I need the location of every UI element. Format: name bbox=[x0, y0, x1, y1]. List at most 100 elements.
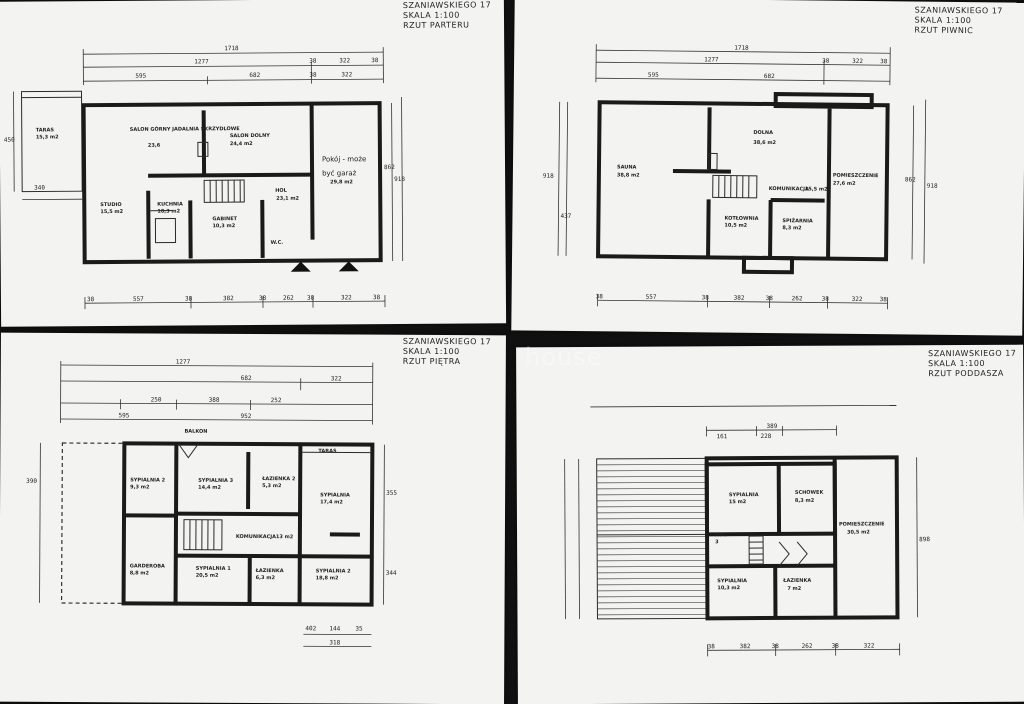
dim-right-0: 355 bbox=[386, 490, 397, 497]
room-name: STUDIO bbox=[100, 202, 121, 208]
room-name: SYPIALNIA bbox=[320, 492, 350, 498]
title-line: RZUT PIĘTRA bbox=[403, 357, 491, 367]
room-name: HOL bbox=[275, 188, 287, 194]
room-name: DOLNA bbox=[753, 130, 773, 136]
room-name: SYPIALNIA 3 bbox=[198, 478, 233, 484]
watermark: house bbox=[525, 343, 602, 371]
room-area: 15,3 m2 bbox=[36, 134, 59, 140]
title-line: SKALA 1:100 bbox=[403, 10, 491, 21]
title-line: SKALA 1:100 bbox=[928, 359, 1016, 369]
dim-b: 38 bbox=[309, 58, 317, 65]
dim-bottom-0: 402 bbox=[305, 625, 316, 632]
dim-bottom-1: 144 bbox=[329, 625, 340, 632]
dim-bottom-5: 262 bbox=[792, 295, 803, 302]
room-name: SYPIALNIA 1 bbox=[196, 566, 231, 572]
dim-bottom-2: 38 bbox=[772, 643, 780, 650]
dim-bottom-4: 38 bbox=[766, 295, 774, 302]
room-name: SYPIALNIA 2 bbox=[316, 568, 351, 574]
dim-right-1: 918 bbox=[394, 176, 405, 183]
roof-hatch bbox=[597, 464, 708, 615]
room-area: 6,3 m2 bbox=[256, 575, 276, 581]
room-name: SALON DOLNY bbox=[230, 133, 270, 139]
dim-f: 682 bbox=[249, 72, 260, 79]
dim-bottom-7: 322 bbox=[341, 294, 352, 301]
room-name: SCHOWEK bbox=[795, 490, 825, 496]
dim-bottom-0: 38 bbox=[708, 643, 716, 650]
room-area: 10,3 m2 bbox=[212, 223, 235, 229]
dim-d: 38 bbox=[880, 58, 888, 65]
first-floor-drawing: 1277 682 322 595 250 388 252 952 390 355… bbox=[0, 333, 506, 704]
dim-left-1: 437 bbox=[560, 213, 571, 220]
room-name: SPIŻARNIA bbox=[782, 217, 813, 224]
sheet-title-block: SZANIAWSKIEGO 17 SKALA 1:100 RZUT PODDAS… bbox=[928, 349, 1016, 379]
room-area: 10,3 m2 bbox=[717, 585, 740, 591]
dim-g: 952 bbox=[241, 413, 252, 420]
dim-bottom-6: 38 bbox=[822, 296, 830, 303]
dim-bottom-1: 382 bbox=[740, 643, 751, 650]
dim-top: 389 bbox=[766, 423, 777, 430]
sheet-title-block: SZANIAWSKIEGO 17 SKALA 1:100 RZUT PIĘTRA bbox=[403, 337, 491, 367]
dim-a: 1277 bbox=[704, 56, 719, 63]
dim-total: 1718 bbox=[224, 45, 239, 52]
dim-bottom-4: 38 bbox=[832, 643, 840, 650]
room-name: Pokój - może bbox=[322, 155, 366, 163]
dim-bottom2: 318 bbox=[329, 639, 340, 646]
dim-bottom-2: 38 bbox=[185, 295, 193, 302]
dim-left-0: 340 bbox=[34, 184, 45, 191]
dim-right: 898 bbox=[919, 536, 930, 543]
dim-bottom-8: 38 bbox=[373, 294, 381, 301]
room-area: 17,4 m2 bbox=[320, 499, 343, 505]
room-area: 5,3 m2 bbox=[262, 483, 282, 489]
room-area: 9,3 m2 bbox=[130, 484, 150, 490]
floor-plan-attic-sheet: 389 161 228 898 38 382 38 262 38 322 SYP… bbox=[516, 345, 1024, 704]
dim-bottom-7: 322 bbox=[852, 296, 863, 303]
room-area: 24,4 m2 bbox=[230, 141, 253, 147]
ground-floor-drawing: 1718 1277 38 322 38 595 682 38 322 340 4… bbox=[0, 0, 506, 327]
dim-f: 252 bbox=[271, 397, 282, 404]
dim-bottom-0: 38 bbox=[596, 293, 604, 300]
floor-plan-basement-sheet: 1718 1277 38 322 38 595 682 918 437 862 … bbox=[511, 0, 1024, 336]
room-area: 23,1 m2 bbox=[276, 196, 299, 202]
room-area: 18,8 m2 bbox=[316, 575, 339, 581]
dim-a: 1277 bbox=[194, 58, 209, 65]
room-area: 15,5 m2 bbox=[100, 209, 123, 215]
dim-f: 682 bbox=[764, 73, 775, 80]
terrace-label: TARAS bbox=[318, 448, 337, 454]
room-name: SYPIALNIA bbox=[717, 578, 747, 584]
room-name: KOMUNIKACJA bbox=[236, 534, 276, 540]
title-line: RZUT PARTERU bbox=[403, 20, 491, 31]
room-name: ŁAZIENKA bbox=[782, 578, 811, 584]
dim-bottom-2: 38 bbox=[702, 294, 710, 301]
attic-drawing: 389 161 228 898 38 382 38 262 38 322 SYP… bbox=[516, 345, 1024, 704]
dim-top-part-0: 161 bbox=[717, 433, 728, 440]
dim-c: 595 bbox=[119, 412, 130, 419]
room-name: KUCHNIA bbox=[157, 201, 183, 207]
room-name: POMIESZCZENIE bbox=[839, 521, 885, 527]
room-area: 13 m2 bbox=[276, 534, 294, 540]
room-name: HOL bbox=[715, 532, 727, 538]
sheet-title-block: SZANIAWSKIEGO 17 SKALA 1:100 RZUT PIWNIC bbox=[914, 6, 1003, 37]
dim-c: 322 bbox=[339, 57, 350, 64]
dim-bottom-1: 557 bbox=[133, 296, 144, 303]
dim-b: 322 bbox=[331, 375, 342, 382]
room-name: GABINET bbox=[212, 216, 237, 222]
room-name: SALON GÓRNY JADALNIA SKRZYDLOWE bbox=[130, 125, 241, 133]
title-line: RZUT PODDASZA bbox=[928, 369, 1016, 379]
floor-plan-ground-sheet: 1718 1277 38 322 38 595 682 38 322 340 4… bbox=[0, 0, 506, 327]
room-area: 20,5 m2 bbox=[196, 573, 219, 579]
room-name: TARAS bbox=[36, 127, 55, 133]
dim-right-1: 344 bbox=[386, 570, 397, 577]
room-area: 38,8 m2 bbox=[617, 172, 640, 178]
dim-bottom-1: 557 bbox=[646, 294, 657, 301]
room-area: 15 m2 bbox=[729, 499, 747, 505]
room-name: GARDEROBA bbox=[130, 563, 165, 569]
dim-bottom-8: 38 bbox=[880, 296, 888, 303]
balcony-label: BALKON bbox=[184, 429, 207, 435]
title-line: SZANIAWSKIEGO 17 bbox=[928, 349, 1016, 359]
room-name: SYPIALNIA 2 bbox=[130, 477, 165, 483]
room-area: 14,4 m2 bbox=[198, 485, 221, 491]
room-name: być garaż bbox=[322, 169, 357, 177]
room-area: 8,3 m2 bbox=[782, 225, 802, 231]
title-line: SKALA 1:100 bbox=[403, 347, 491, 357]
title-line: SZANIAWSKIEGO 17 bbox=[403, 337, 491, 347]
